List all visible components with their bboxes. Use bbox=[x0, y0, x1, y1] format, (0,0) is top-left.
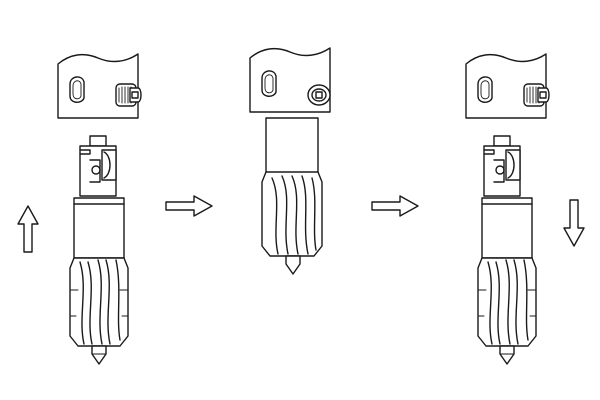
annular-cutter-3 bbox=[477, 197, 537, 365]
arrow-up-icon bbox=[17, 205, 39, 253]
annular-cutter-2 bbox=[261, 117, 323, 275]
stage-3-assembly bbox=[465, 53, 550, 365]
cutter-shank-1 bbox=[79, 135, 117, 197]
set-screw-3 bbox=[523, 83, 550, 107]
stage-2-assembly bbox=[249, 47, 331, 275]
arrow-right-icon bbox=[165, 195, 213, 217]
annular-cutter-1 bbox=[69, 197, 129, 365]
set-screw-1 bbox=[115, 83, 142, 107]
arrow-down-icon bbox=[563, 199, 585, 247]
set-screw-2 bbox=[307, 84, 331, 106]
arrow-right-icon bbox=[371, 195, 419, 217]
stage-1-assembly bbox=[57, 53, 142, 365]
cutter-shank-3 bbox=[483, 135, 521, 197]
